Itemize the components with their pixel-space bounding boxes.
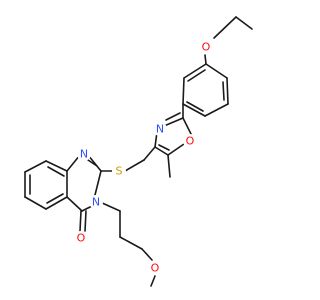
bond <box>124 159 145 172</box>
molecule-canvas: O N O S N N O <box>24 16 253 287</box>
bond <box>182 103 206 117</box>
atom-layer: O N O S N N O <box>74 40 213 275</box>
bond <box>87 159 98 167</box>
bond <box>165 112 181 121</box>
bond <box>167 154 171 178</box>
bond <box>226 77 229 105</box>
bond <box>187 69 206 82</box>
atom-label: S <box>116 165 123 178</box>
bond <box>205 63 228 79</box>
bond <box>222 81 225 101</box>
bond <box>79 210 82 232</box>
bond <box>186 101 204 112</box>
bond <box>204 103 229 117</box>
atom-o-carbonyl: O <box>74 231 88 245</box>
bond <box>47 166 65 177</box>
bond <box>213 16 237 39</box>
bond <box>99 201 121 212</box>
atom-n-oxazole: N <box>153 122 167 136</box>
bond <box>46 193 64 204</box>
bond <box>235 16 253 30</box>
atom-n-quinazoline-3: N <box>89 195 103 209</box>
bond <box>163 117 184 127</box>
atom-s-thioether: S <box>112 164 126 178</box>
bond <box>24 160 47 173</box>
bond <box>204 54 207 65</box>
atom-label: N <box>156 123 164 136</box>
atom-o-ethoxy: O <box>199 40 213 54</box>
atom-label: N <box>92 196 100 209</box>
bond <box>150 275 156 287</box>
bond-layer <box>24 16 253 287</box>
atom-o-oxazole: O <box>183 134 197 148</box>
atom-label: N <box>80 148 88 161</box>
bond <box>66 196 83 212</box>
bond <box>24 196 47 210</box>
bond <box>143 146 156 161</box>
bond <box>182 117 193 137</box>
bond <box>183 63 207 79</box>
bond <box>84 210 87 232</box>
bond <box>182 77 185 105</box>
atom-label: O <box>151 262 160 275</box>
bond <box>66 154 81 172</box>
bond <box>119 236 143 250</box>
bond <box>167 143 185 156</box>
bond <box>45 196 68 210</box>
bond <box>45 160 68 172</box>
atom-n-quinazoline-1: N <box>77 147 91 161</box>
bond <box>158 144 170 151</box>
bond <box>154 146 169 156</box>
bond <box>141 248 153 261</box>
bond <box>87 154 102 172</box>
atom-label: O <box>186 135 195 148</box>
atom-label: O <box>77 232 86 245</box>
molecule-structure: O N O S N N O <box>24 16 253 287</box>
atom-label: O <box>202 41 211 54</box>
bond <box>81 205 93 212</box>
atom-o-methoxy: O <box>148 261 162 275</box>
